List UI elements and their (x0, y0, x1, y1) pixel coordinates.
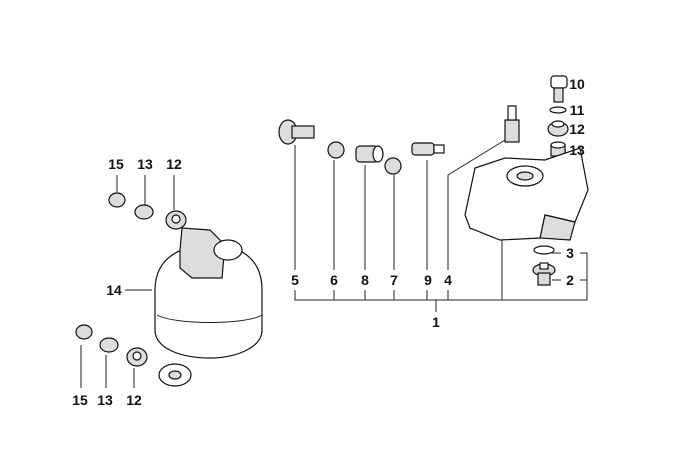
washer-13-top (134, 204, 154, 220)
callout-13: 13 (569, 142, 585, 158)
callout-7: 7 (390, 272, 398, 288)
grommet-12-top (165, 210, 187, 230)
accumulator-14 (154, 227, 263, 387)
callout-8: 8 (361, 272, 369, 288)
connector-8 (355, 145, 384, 163)
grommet-12-bottom (126, 347, 148, 367)
callout-14: 14 (106, 282, 122, 298)
callout-2: 2 (566, 272, 574, 288)
callout-12-bottom: 12 (126, 392, 142, 408)
grommet-12-right (547, 120, 569, 137)
seal-6 (327, 141, 345, 159)
callout-4: 4 (444, 272, 452, 288)
nut-15-top (108, 192, 126, 208)
bolt-10 (550, 75, 568, 103)
callout-10: 10 (569, 76, 585, 92)
callout-13-bottom: 13 (97, 392, 113, 408)
callout-3: 3 (566, 245, 574, 261)
nut-15-bottom (75, 324, 93, 340)
callout-13-top: 13 (137, 156, 153, 172)
callout-6: 6 (330, 272, 338, 288)
callout-11: 11 (569, 102, 585, 118)
callout-1: 1 (432, 314, 440, 330)
washer-13-bottom (99, 337, 119, 353)
callout-12-top: 12 (166, 156, 182, 172)
seal-7 (384, 157, 402, 175)
callout-5: 5 (291, 272, 299, 288)
bushing-13-right (550, 141, 566, 157)
leader-lines (80, 83, 588, 388)
callout-15-bottom: 15 (72, 392, 88, 408)
banjo-bolt-5 (278, 119, 315, 145)
o-ring-3 (533, 245, 555, 255)
sensor-9 (411, 142, 445, 156)
pressure-switch-4 (504, 105, 520, 143)
valve-block-4 (464, 147, 589, 241)
callout-15-top: 15 (108, 156, 124, 172)
plug-2 (532, 262, 556, 286)
callout-12: 12 (569, 121, 585, 137)
washer-11 (549, 106, 567, 114)
callout-9: 9 (424, 272, 432, 288)
